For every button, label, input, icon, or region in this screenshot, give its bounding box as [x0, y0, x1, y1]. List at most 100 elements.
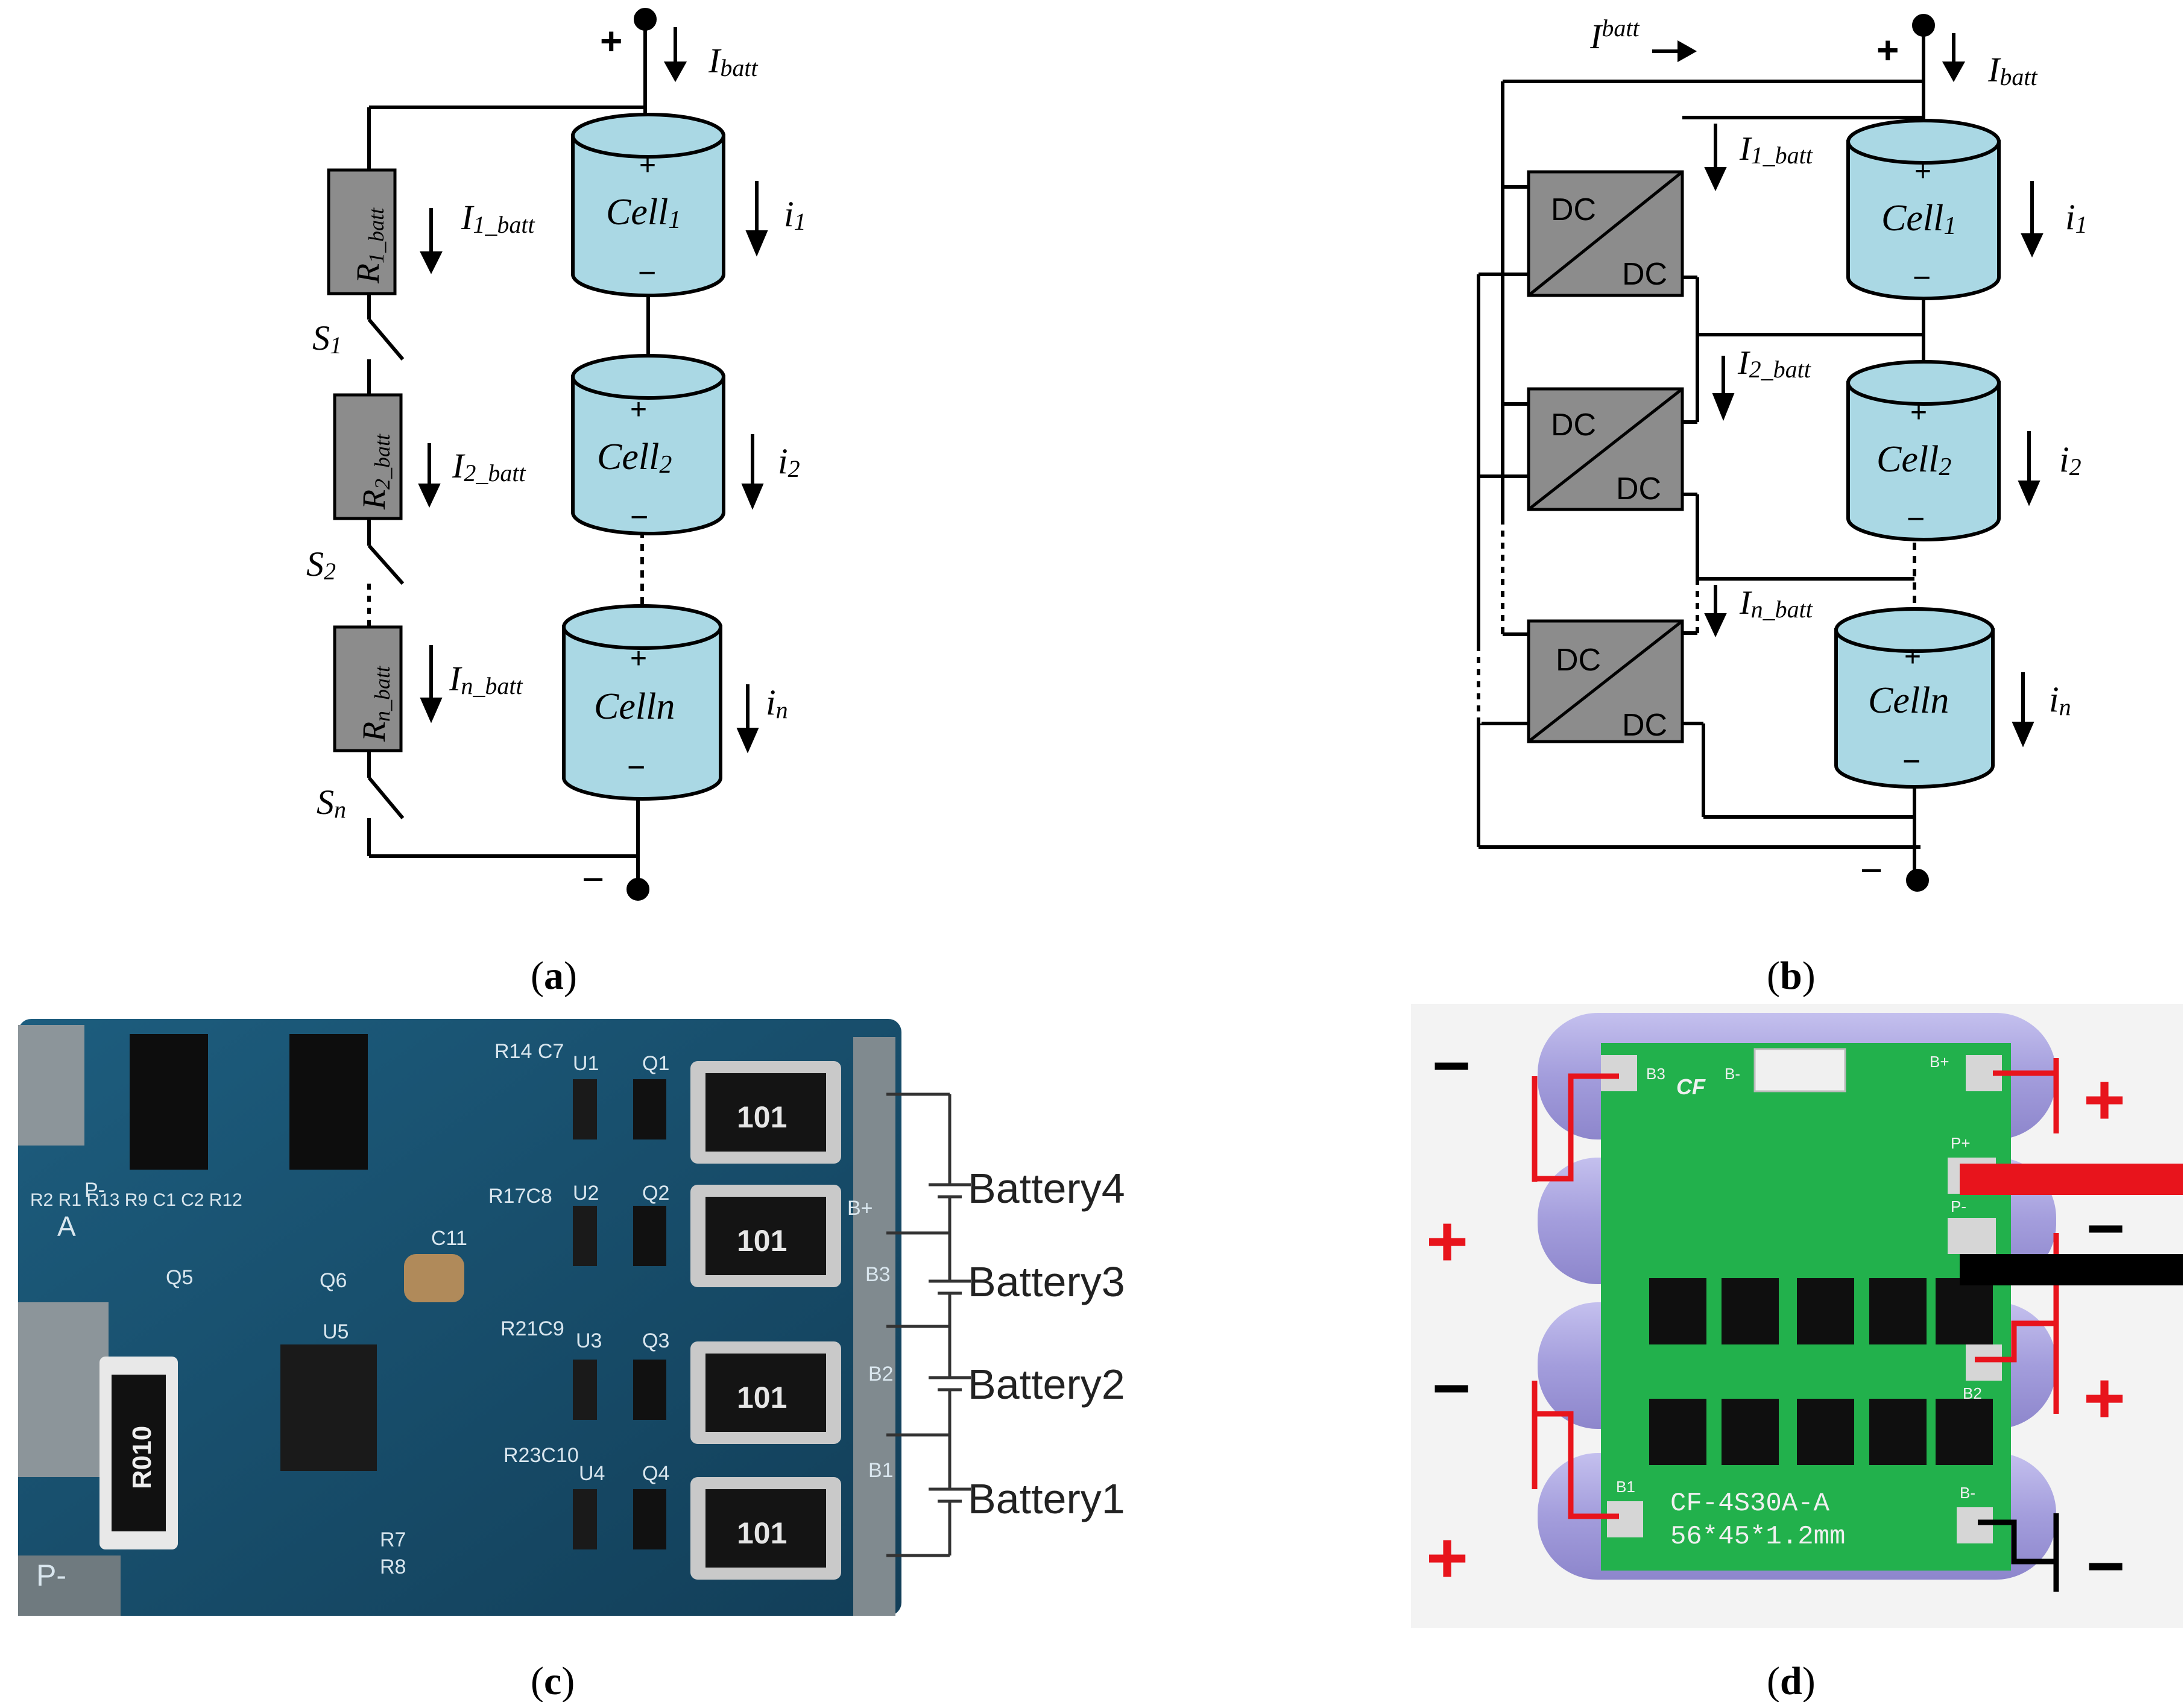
battery4-label: Battery4: [968, 1165, 1125, 1212]
balance-connector: [1753, 1048, 1846, 1092]
right-polarity-2: −: [2086, 1191, 2125, 1265]
label-p-minus-bottom: P-: [36, 1559, 66, 1592]
a-i1-label: i: [784, 194, 794, 234]
label-q2: Q2: [642, 1182, 669, 1205]
right-polarity-1: +: [2083, 1059, 2126, 1140]
svg-text:Cell2: Cell2: [597, 437, 672, 479]
dc2-top-label: DC: [1551, 408, 1596, 443]
a-celln-minus: −: [627, 750, 645, 785]
b-ibatt-top-label: I: [1589, 17, 1603, 56]
label-q5: Q5: [166, 1266, 193, 1289]
caption-b-open: (: [1767, 954, 1780, 998]
label-q1: Q1: [642, 1052, 669, 1075]
b-i2batt-label: I: [1737, 344, 1750, 382]
caption-b-close: ): [1802, 954, 1816, 998]
res1-code: 101: [737, 1100, 787, 1134]
a-i1batt-sub: 1_batt: [473, 211, 535, 238]
svg-text:I1_batt: I1_batt: [461, 198, 535, 238]
b-cell-1-body: [1846, 140, 2001, 300]
res3-code: 101: [737, 1381, 787, 1414]
rn-sub: n_batt: [370, 666, 394, 722]
a-i2-sub: 2: [788, 455, 800, 482]
svg-text:In_batt: In_batt: [1739, 584, 1813, 623]
svg-text:(d): (d): [1767, 1659, 1816, 1702]
dc1-top-label: DC: [1551, 192, 1596, 227]
ic-u5: [280, 1344, 377, 1471]
b-cell-n-body: [1834, 628, 1995, 789]
label-left-a: A: [57, 1211, 76, 1242]
b-cell1-plus: +: [1914, 156, 1931, 188]
a-i1-sub: 1: [794, 208, 806, 235]
resistor-r1: [327, 168, 397, 295]
a-cell1-sub: 1: [668, 206, 681, 234]
b-minus-terminal-label: −: [1860, 848, 1883, 892]
a-celln-plus: +: [630, 643, 647, 675]
pad-b2: B2: [1963, 1384, 1982, 1402]
b-cell2-label: Cell: [1876, 439, 1939, 480]
panel-a-labels: + − Ibatt R1_batt R2_batt Rn_batt I1_bat…: [306, 19, 806, 998]
svg-text:Cell1: Cell1: [1881, 198, 1956, 240]
b-cell-1-top: [1846, 119, 2001, 165]
label-left-list: R2 R1 R13 R9 C1 C2 R12: [30, 1190, 242, 1210]
label-u4: U4: [579, 1462, 605, 1485]
panel-c-photo: Battery4 Battery3 Battery2 Battery1 101 …: [18, 1019, 1125, 1702]
pad-b3: B3: [1646, 1065, 1665, 1083]
svg-text:i2: i2: [778, 441, 800, 482]
svg-text:Ibatt: Ibatt: [708, 41, 758, 81]
panel-a-arrows: [418, 27, 768, 754]
b-cell-n-top: [1834, 607, 1995, 653]
svg-text:I2_batt: I2_batt: [1737, 344, 1811, 383]
r2-sub: 2_batt: [370, 433, 394, 490]
b-i1batt-label: I: [1739, 130, 1752, 168]
ic-q5: [130, 1034, 208, 1170]
b-in-label: i: [2049, 679, 2059, 719]
b-inbatt-label: I: [1739, 584, 1752, 622]
r2-label: R: [356, 490, 392, 510]
label-b2: B2: [868, 1363, 894, 1385]
b-cell-2-top: [1846, 360, 2001, 406]
panel-b-wiring: [1475, 14, 1935, 892]
svg-text:I1_batt: I1_batt: [1739, 130, 1813, 169]
cell-1-body: [571, 134, 725, 297]
shunt-code: R010: [127, 1426, 157, 1489]
label-r7: R7: [380, 1528, 406, 1551]
a-cell2-minus: −: [630, 500, 648, 535]
b-cell-2-body: [1846, 381, 2001, 541]
a-minus-terminal-label: −: [582, 857, 604, 901]
a-ibatt-label: I: [708, 41, 722, 80]
b-i2-label: i: [2059, 440, 2069, 479]
cell-1-top: [571, 113, 725, 159]
s1-label: S: [312, 318, 330, 358]
label-u3: U3: [576, 1329, 602, 1352]
a-cell1-plus: +: [639, 150, 656, 181]
svg-text:(b): (b): [1767, 954, 1816, 998]
a-ibatt-sub: batt: [720, 54, 758, 81]
switch-s1: [367, 318, 405, 361]
svg-text:Rn_batt: Rn_batt: [356, 666, 394, 742]
caption-b-letter: b: [1780, 954, 1802, 998]
red-output-wire: [1960, 1164, 2183, 1195]
caption-d-letter: d: [1780, 1659, 1802, 1702]
svg-text:i1: i1: [2065, 197, 2088, 238]
svg-text:Cell2: Cell2: [1876, 439, 1951, 481]
b-inbatt-sub: n_batt: [1751, 596, 1813, 623]
panel-d-photo: CF-4S30A-A 56*45*1.2mm CF B3 B- B+ P+ P-…: [1411, 1004, 2183, 1702]
label-r21c9: R21C9: [500, 1317, 564, 1340]
caption-a-open: (: [531, 954, 544, 998]
svg-text:S2: S2: [306, 544, 336, 585]
label-r17c8: R17C8: [488, 1185, 552, 1208]
b-ibatt-sub: batt: [1999, 63, 2037, 90]
svg-text:Ibatt: Ibatt: [1987, 50, 2037, 90]
left-polarity-1: −: [1432, 1029, 1471, 1103]
left-polarity-2: +: [1426, 1201, 1468, 1282]
svg-text:I2_batt: I2_batt: [452, 446, 526, 487]
sn-sub: n: [334, 796, 346, 823]
label-b1: B1: [868, 1459, 894, 1482]
rn-label: R: [356, 722, 392, 742]
right-polarity-4: −: [2086, 1529, 2125, 1603]
res2-code: 101: [737, 1224, 787, 1258]
dc2-bottom-label: DC: [1616, 471, 1661, 506]
svg-text:R1_batt: R1_batt: [350, 207, 388, 284]
b-cell1-sub: 1: [1943, 212, 1956, 240]
